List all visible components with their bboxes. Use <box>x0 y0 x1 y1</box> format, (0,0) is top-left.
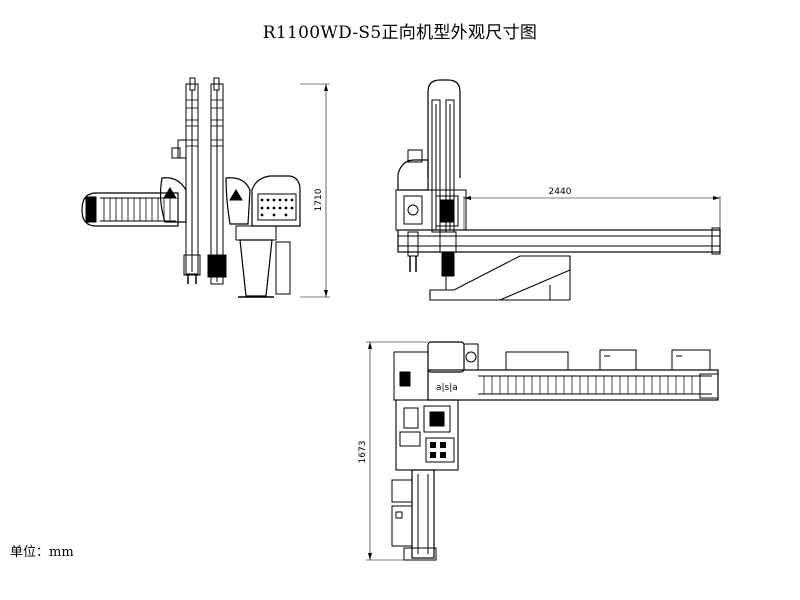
side-view <box>81 77 330 298</box>
top-depth-dimension: 1673 <box>358 441 368 464</box>
front-length-dimension: 2440 <box>549 187 572 197</box>
unit-label: 单位：mm <box>10 545 74 560</box>
svg-text:a|s|a: a|s|a <box>436 383 458 393</box>
front-view <box>395 79 721 301</box>
top-view: a|s|a <box>366 341 719 561</box>
side-height-dimension: 1710 <box>314 188 324 211</box>
drawing-title: R1100WD-S5正向机型外观尺寸图 <box>262 23 538 43</box>
